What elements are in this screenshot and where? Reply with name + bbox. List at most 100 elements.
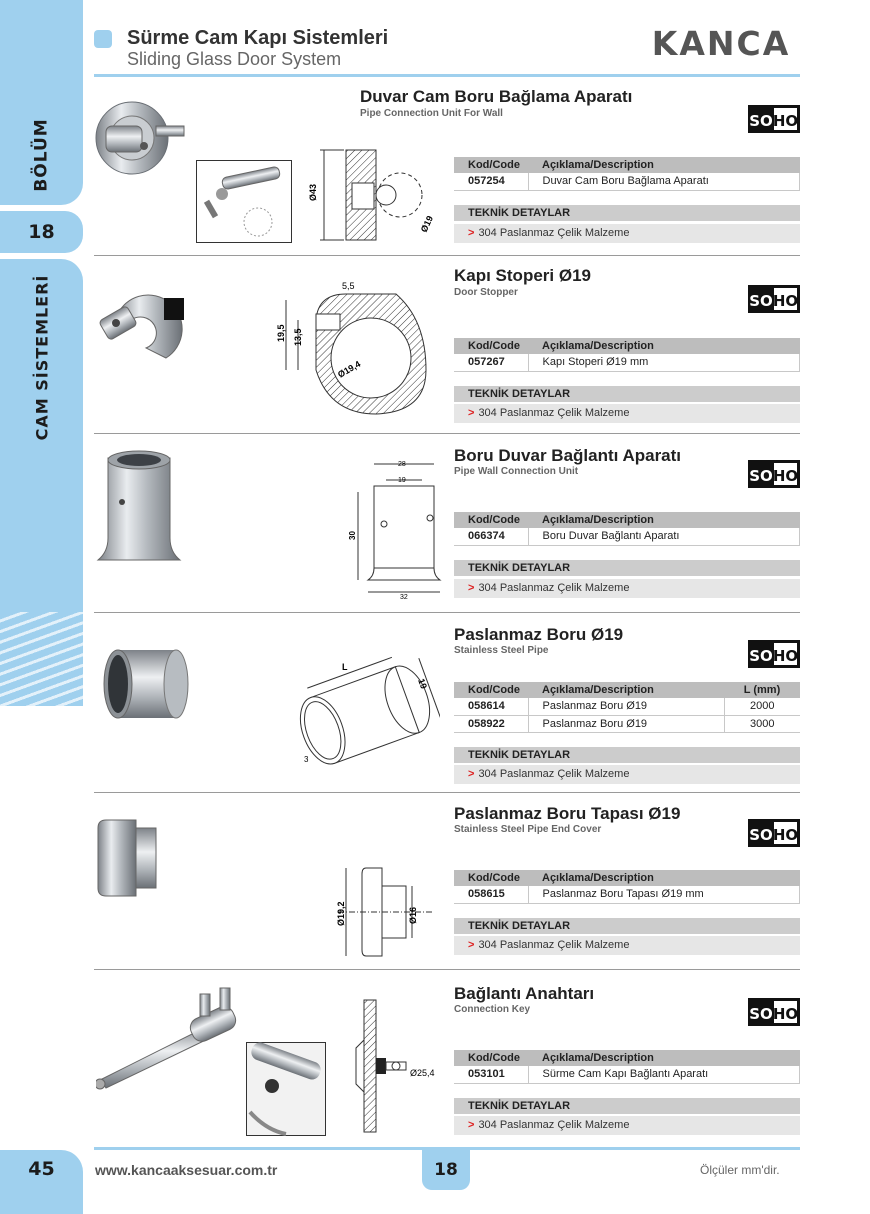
technical-drawing: Ø25,4 bbox=[355, 999, 435, 1133]
product-subtitle: Stainless Steel Pipe End Cover bbox=[454, 824, 602, 835]
technical-drawing: Ø19,2 Ø16 bbox=[336, 867, 432, 957]
tech-details-row: >304 Paslanmaz Çelik Malzeme bbox=[454, 765, 800, 784]
footer-note: Ölçüler mm'dir. bbox=[700, 1163, 780, 1177]
product-subtitle: Pipe Connection Unit For Wall bbox=[360, 108, 503, 119]
product-photo-key-in-use bbox=[246, 1042, 326, 1136]
product-title: Boru Duvar Bağlantı Aparatı bbox=[454, 446, 682, 465]
side-bolum-label: BÖLÜM bbox=[32, 118, 53, 192]
side-category-label: CAM SİSTEMLERİ bbox=[32, 274, 52, 441]
product-title: Paslanmaz Boru Tapası Ø19 bbox=[454, 804, 681, 823]
product-photo-steel-pipe bbox=[103, 649, 189, 719]
technical-drawing: 19,5 13,5 5,5 Ø19,4 bbox=[276, 281, 427, 415]
section-divider bbox=[94, 612, 800, 613]
svg-text:L: L bbox=[342, 662, 348, 672]
soho-badge: SO HO bbox=[748, 640, 800, 668]
page-number-tab: 45 bbox=[0, 1150, 83, 1214]
svg-text:3: 3 bbox=[304, 755, 309, 764]
svg-text:13,5: 13,5 bbox=[293, 328, 303, 346]
svg-text:HO: HO bbox=[773, 467, 798, 485]
svg-text:SO: SO bbox=[749, 1005, 773, 1023]
technical-drawing: Ø43 Ø19 bbox=[308, 149, 435, 241]
website-link[interactable]: www.kancaaksesuar.com.tr bbox=[95, 1162, 278, 1178]
arrow-icon: > bbox=[468, 1119, 475, 1131]
tech-details-heading: TEKNİK DETAYLAR bbox=[454, 560, 800, 576]
svg-text:19: 19 bbox=[398, 477, 406, 484]
section-divider bbox=[94, 792, 800, 793]
product-photo-connection-key bbox=[96, 987, 237, 1090]
soho-badge: SO HO bbox=[748, 460, 800, 488]
svg-text:Ø19,2: Ø19,2 bbox=[336, 901, 346, 926]
svg-text:SO: SO bbox=[749, 826, 773, 844]
tech-details-heading: TEKNİK DETAYLAR bbox=[454, 205, 800, 221]
section-divider bbox=[94, 433, 800, 434]
svg-text:HO: HO bbox=[773, 1005, 798, 1023]
side-section-number: 18 bbox=[0, 211, 83, 253]
product-subtitle: Stainless Steel Pipe bbox=[454, 645, 549, 656]
product-photo-pipe-connection bbox=[95, 101, 185, 175]
product-subtitle: Connection Key bbox=[454, 1004, 531, 1015]
product-photo-door-stopper bbox=[99, 294, 184, 359]
header-divider bbox=[94, 74, 800, 77]
page-number: 45 bbox=[28, 1158, 55, 1180]
arrow-icon: > bbox=[468, 939, 475, 951]
tech-details-row: >304 Paslanmaz Çelik Malzeme bbox=[454, 1116, 800, 1135]
tech-details-heading: TEKNİK DETAYLAR bbox=[454, 747, 800, 763]
page-subtitle: Sliding Glass Door System bbox=[127, 49, 342, 69]
svg-text:19,5: 19,5 bbox=[276, 324, 286, 342]
product-photo-wall-connection bbox=[96, 450, 182, 561]
technical-drawing: 28 19 30 32 bbox=[348, 461, 442, 601]
svg-text:HO: HO bbox=[773, 826, 798, 844]
svg-text:Ø43: Ø43 bbox=[308, 184, 318, 201]
svg-text:SO: SO bbox=[749, 292, 773, 310]
product-title: Paslanmaz Boru Ø19 bbox=[454, 625, 624, 644]
side-tab-category bbox=[0, 259, 83, 614]
side-decor-stripes bbox=[0, 612, 83, 706]
tech-details-heading: TEKNİK DETAYLAR bbox=[454, 386, 800, 402]
page-title: Sürme Cam Kapı Sistemleri bbox=[127, 27, 389, 49]
soho-badge: SO HO bbox=[748, 998, 800, 1026]
arrow-icon: > bbox=[468, 582, 475, 594]
arrow-icon: > bbox=[468, 227, 475, 239]
product-subtitle: Door Stopper bbox=[454, 287, 518, 298]
tech-details-row: >304 Paslanmaz Çelik Malzeme bbox=[454, 936, 800, 955]
arrow-icon: > bbox=[468, 768, 475, 780]
svg-text:30: 30 bbox=[348, 531, 357, 540]
svg-text:Ø16: Ø16 bbox=[408, 907, 418, 924]
svg-text:SO: SO bbox=[749, 467, 773, 485]
product-photo-exploded-view bbox=[196, 160, 292, 243]
section-divider bbox=[94, 255, 800, 256]
svg-text:32: 32 bbox=[400, 594, 408, 601]
svg-text:SO: SO bbox=[749, 647, 773, 665]
svg-text:HO: HO bbox=[773, 112, 798, 130]
arrow-icon: > bbox=[468, 407, 475, 419]
product-photo-end-cover bbox=[97, 819, 157, 897]
tech-details-row: >304 Paslanmaz Çelik Malzeme bbox=[454, 404, 800, 423]
soho-badge: SO HO bbox=[748, 285, 800, 313]
footer-section-number: 18 bbox=[422, 1150, 470, 1190]
soho-badge: SO HO bbox=[748, 819, 800, 847]
svg-text:28: 28 bbox=[398, 461, 406, 468]
svg-text:SO: SO bbox=[749, 112, 773, 130]
footer-divider bbox=[94, 1147, 800, 1150]
svg-text:5,5: 5,5 bbox=[342, 281, 355, 291]
svg-text:HO: HO bbox=[773, 292, 798, 310]
product-title: Kapı Stoperi Ø19 bbox=[454, 266, 591, 285]
svg-text:19: 19 bbox=[416, 677, 429, 690]
soho-badge: SO HO bbox=[748, 105, 800, 133]
tech-details-row: >304 Paslanmaz Çelik Malzeme bbox=[454, 224, 800, 243]
header-square-icon bbox=[94, 30, 112, 48]
svg-text:Ø25,4: Ø25,4 bbox=[410, 1068, 435, 1078]
section-divider bbox=[94, 969, 800, 970]
